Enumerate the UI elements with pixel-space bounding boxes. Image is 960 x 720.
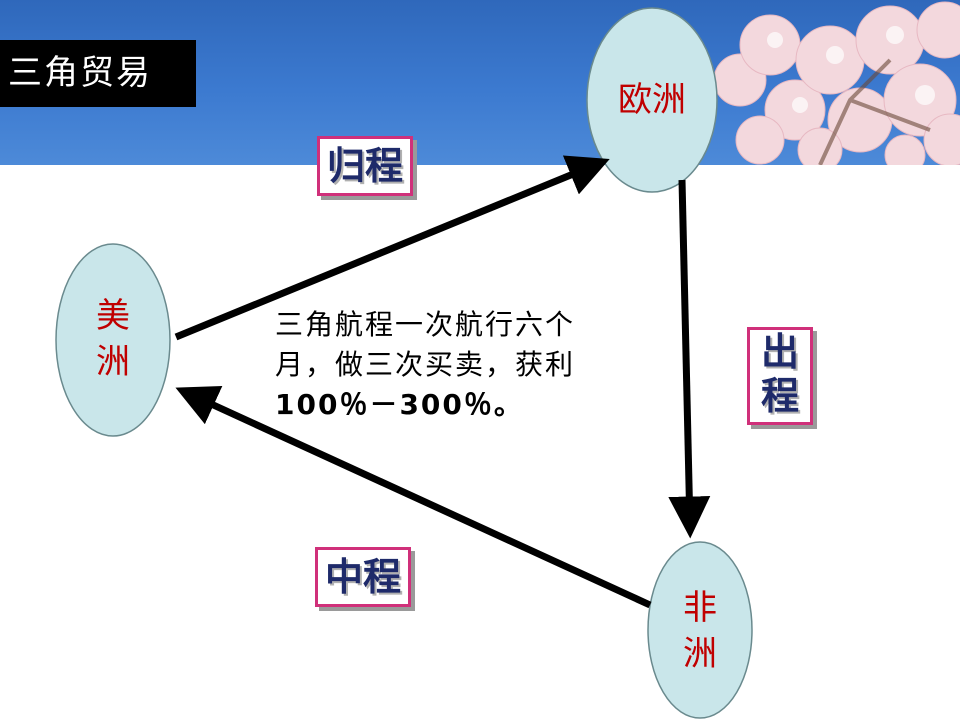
america-label-line1: 美 (96, 296, 130, 336)
outbound-stage-label: 出 程 (747, 327, 813, 425)
europe-ellipse (586, 7, 718, 193)
outbound-stage-line1: 出 (760, 330, 799, 374)
africa-label-line1: 非 (683, 588, 717, 628)
europe-label: 欧洲 (618, 80, 686, 120)
middle-passage-arrow (175, 386, 652, 609)
description-line2: 月，做三次买卖，获利 (275, 348, 576, 381)
africa-label-line2: 洲 (683, 634, 717, 674)
africa-ellipse (647, 541, 753, 719)
america-label: 美 洲 (78, 293, 148, 385)
trade-description: 三角航程一次航行六个 月，做三次买卖，获利 100％－300％。 (275, 305, 665, 425)
middle-stage-label: 中程 (315, 547, 411, 607)
cherry-blossom-image (713, 1, 960, 165)
return-stage-label: 归程 (317, 136, 413, 196)
africa-label: 非 洲 (665, 585, 735, 677)
description-line3: 100％－300％。 (275, 388, 524, 421)
description-line1: 三角航程一次航行六个 (275, 308, 576, 341)
outbound-stage-line2: 程 (760, 374, 799, 418)
america-ellipse (55, 243, 171, 437)
return-route-arrow (174, 155, 610, 341)
slide-title: 三角贸易 (0, 40, 196, 107)
america-label-line2: 洲 (96, 342, 130, 382)
outbound-route-arrow (668, 179, 711, 539)
